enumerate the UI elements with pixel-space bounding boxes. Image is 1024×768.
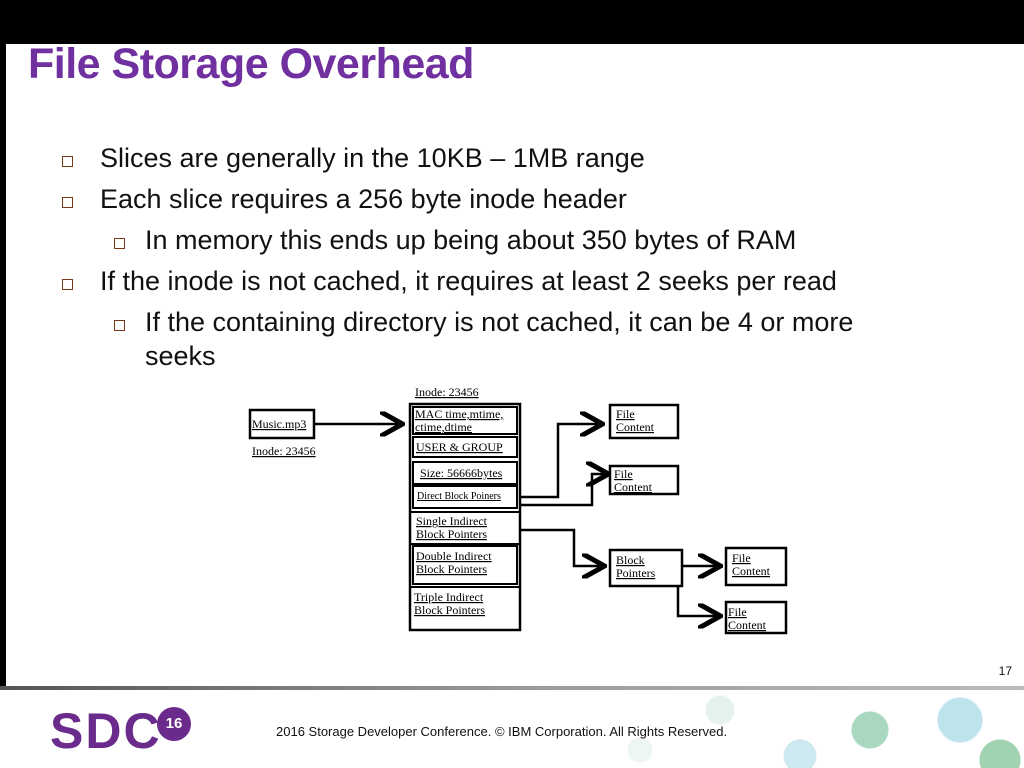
inode-field-single-2: Block Pointers — [416, 527, 487, 541]
file-content-box — [724, 600, 788, 635]
sdc-logo: SDC — [50, 703, 162, 759]
inode-field-triple-2: Block Pointers — [414, 603, 485, 617]
arrow-direct-1 — [520, 424, 600, 499]
file-box — [248, 408, 316, 440]
file-content-box — [608, 464, 680, 496]
file-content-2: File — [614, 467, 633, 481]
file-content-box — [608, 403, 680, 440]
arrow-to-content-4 — [676, 586, 718, 616]
inode-field-direct: Direct Block Poiners — [417, 491, 501, 502]
sub-bullet-1: In memory this ends up being about 350 b… — [145, 225, 797, 255]
file-content-2-2: Content — [614, 480, 653, 494]
file-content-1: File — [616, 407, 635, 421]
inode-table — [408, 402, 522, 632]
file-content-4-2: Content — [728, 618, 767, 632]
inode-field-mac: MAC time,mtime, — [415, 407, 503, 421]
inode-field-double-2: Block Pointers — [416, 562, 487, 576]
bullet-square-icon — [62, 197, 73, 208]
top-bar — [0, 0, 1024, 44]
bullet-2: Each slice requires a 256 byte inode hea… — [100, 184, 627, 214]
arrow-direct-2 — [520, 474, 606, 507]
file-inode-label: Inode: 23456 — [252, 444, 316, 458]
file-content-4: File — [728, 605, 747, 619]
inode-field-box — [412, 436, 518, 458]
sub-bullet-2: If the containing directory is not cache… — [145, 307, 854, 337]
file-content-3-2: Content — [732, 564, 771, 578]
page-number: 17 — [998, 664, 1012, 678]
block-pointers: Block — [616, 553, 645, 567]
inode-field-double: Double Indirect — [416, 549, 492, 563]
copyright-text: 2016 Storage Developer Conference. © IBM… — [276, 724, 728, 739]
file-content-3: File — [732, 551, 751, 565]
sdc-logo-badge: 16 — [157, 707, 191, 741]
inode-field-user: USER & GROUP — [416, 440, 503, 454]
inode-field-size: Size: 56666bytes — [420, 466, 503, 480]
inode-diagram: Music.mp3 Inode: 23456 Inode: 23456 MAC … — [248, 385, 788, 635]
file-name: Music.mp3 — [252, 417, 306, 431]
sub-bullet-square-icon — [114, 320, 125, 331]
block-pointers-box — [608, 548, 684, 588]
inode-field-box — [412, 485, 518, 509]
inode-field-box — [412, 545, 518, 585]
file-content-1-2: Content — [616, 420, 655, 434]
arrow-single-indirect — [520, 528, 602, 566]
bullet-square-icon — [62, 279, 73, 290]
inode-field-box — [412, 461, 518, 485]
bullet-3: If the inode is not cached, it requires … — [100, 266, 837, 296]
file-content-box — [724, 546, 788, 587]
sub-bullet-2-continued: seeks — [145, 341, 216, 371]
bullet-1: Slices are generally in the 10KB – 1MB r… — [100, 143, 645, 173]
inode-field-single: Single Indirect — [416, 514, 488, 528]
sub-bullet-square-icon — [114, 238, 125, 249]
left-edge-bar — [0, 44, 6, 690]
bullet-square-icon — [62, 156, 73, 167]
inode-field-triple: Triple Indirect — [414, 590, 484, 604]
block-pointers-2: Pointers — [616, 566, 656, 580]
slide-title: File Storage Overhead — [28, 40, 474, 88]
footer-divider — [0, 686, 1024, 690]
inode-field-box — [412, 406, 518, 435]
inode-field-mac-2: ctime,dtime — [415, 420, 472, 434]
inode-header: Inode: 23456 — [415, 385, 479, 399]
